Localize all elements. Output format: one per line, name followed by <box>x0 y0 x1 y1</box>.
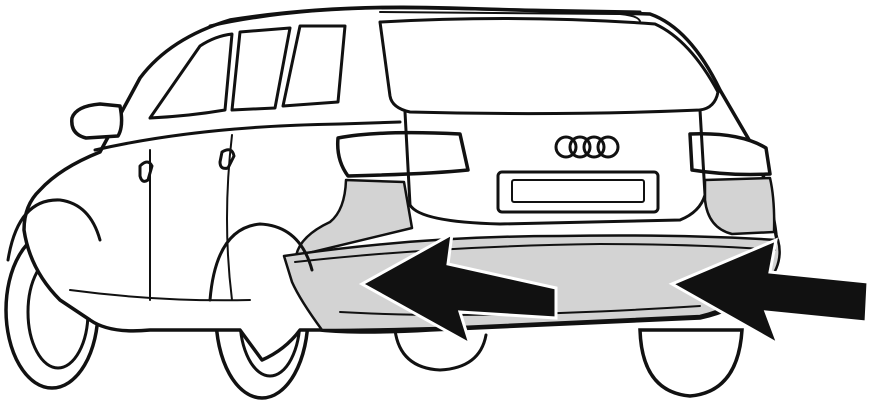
bumper-highlight-right-corner <box>705 178 774 234</box>
side-mirror <box>72 104 122 138</box>
tail-light-left <box>338 133 468 176</box>
rear-right-wheel <box>640 330 742 396</box>
rear-center-wheel-hint <box>395 330 486 370</box>
rear-windshield <box>380 18 718 113</box>
